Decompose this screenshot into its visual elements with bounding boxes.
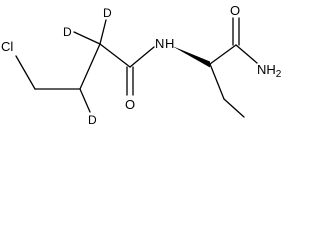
atom-nh2: NH2 xyxy=(257,62,282,80)
atom-oxygen-carboxamide: O xyxy=(230,3,240,18)
bond-cl-c1 xyxy=(15,55,36,90)
wedge-bond-n-c5 xyxy=(172,46,210,68)
atom-nh2-subscript: 2 xyxy=(276,69,282,80)
bond-c7-c8 xyxy=(223,98,245,118)
chemical-structure: Cl D D D D O N H O NH2 xyxy=(1,3,282,127)
atom-deuterium-left: D xyxy=(63,25,72,39)
atom-labels: Cl D D D D O N H O NH2 xyxy=(1,3,282,127)
bond-c4-n xyxy=(129,46,155,68)
bond-c2-d xyxy=(79,88,91,113)
bond-c3-d-left xyxy=(73,31,101,45)
bond-c5-c7 xyxy=(209,63,225,100)
atom-hydrogen: H xyxy=(165,36,174,51)
atom-deuterium-top: D xyxy=(103,6,112,20)
bonds xyxy=(15,17,258,118)
bond-c3-d-top xyxy=(99,19,107,45)
atom-nh2-main: NH xyxy=(257,62,276,77)
atom-deuterium-lower: D xyxy=(88,113,97,127)
bond-c3-c4 xyxy=(99,43,131,68)
atom-oxygen-amide: O xyxy=(125,97,135,112)
atom-nitrogen: N xyxy=(155,36,164,51)
bond-c6-nh2 xyxy=(235,44,258,64)
atom-chlorine: Cl xyxy=(1,39,13,54)
bond-c2-c3 xyxy=(79,43,101,90)
bond-c5-c6 xyxy=(209,44,237,65)
